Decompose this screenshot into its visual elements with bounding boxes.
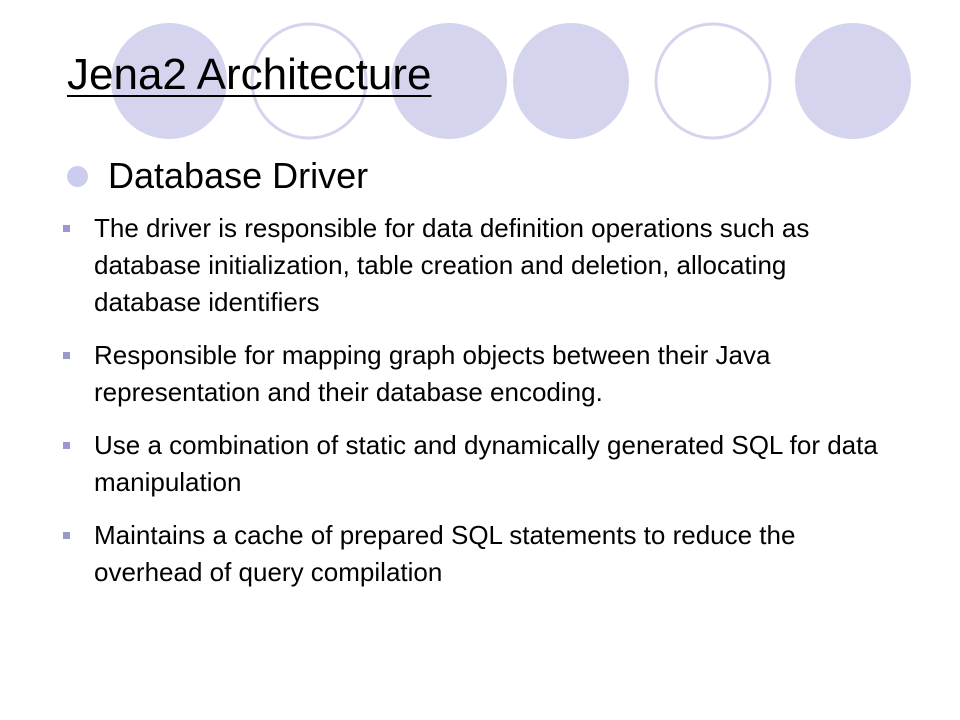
deco-circle-filled-2 — [391, 23, 507, 139]
deco-circle-filled-4 — [795, 23, 911, 139]
list-item: Maintains a cache of prepared SQL statem… — [60, 517, 880, 591]
deco-circle-outline-2 — [654, 22, 772, 140]
list-item-text: Maintains a cache of prepared SQL statem… — [94, 520, 796, 587]
square-bullet-icon — [63, 442, 70, 449]
square-bullet-icon — [63, 532, 70, 539]
list-item-text: The driver is responsible for data defin… — [94, 213, 810, 317]
list-item-text: Use a combination of static and dynamica… — [94, 430, 878, 497]
list-item: Use a combination of static and dynamica… — [60, 427, 880, 501]
deco-circle-filled-3 — [513, 23, 629, 139]
section-heading: Database Driver — [108, 155, 369, 196]
deco-circle-outline-1 — [250, 22, 368, 140]
list-item: Responsible for mapping graph objects be… — [60, 337, 880, 411]
list-item-text: Responsible for mapping graph objects be… — [94, 340, 771, 407]
square-bullet-icon — [63, 225, 70, 232]
bullet-list: The driver is responsible for data defin… — [60, 210, 880, 607]
section-heading-row: Database Driver — [60, 155, 368, 197]
slide-title: Jena2 Architecture — [67, 50, 432, 99]
circle-bullet-icon — [67, 165, 88, 187]
square-bullet-icon — [63, 352, 70, 359]
deco-circle-filled-1 — [111, 23, 227, 139]
list-item: The driver is responsible for data defin… — [60, 210, 880, 321]
